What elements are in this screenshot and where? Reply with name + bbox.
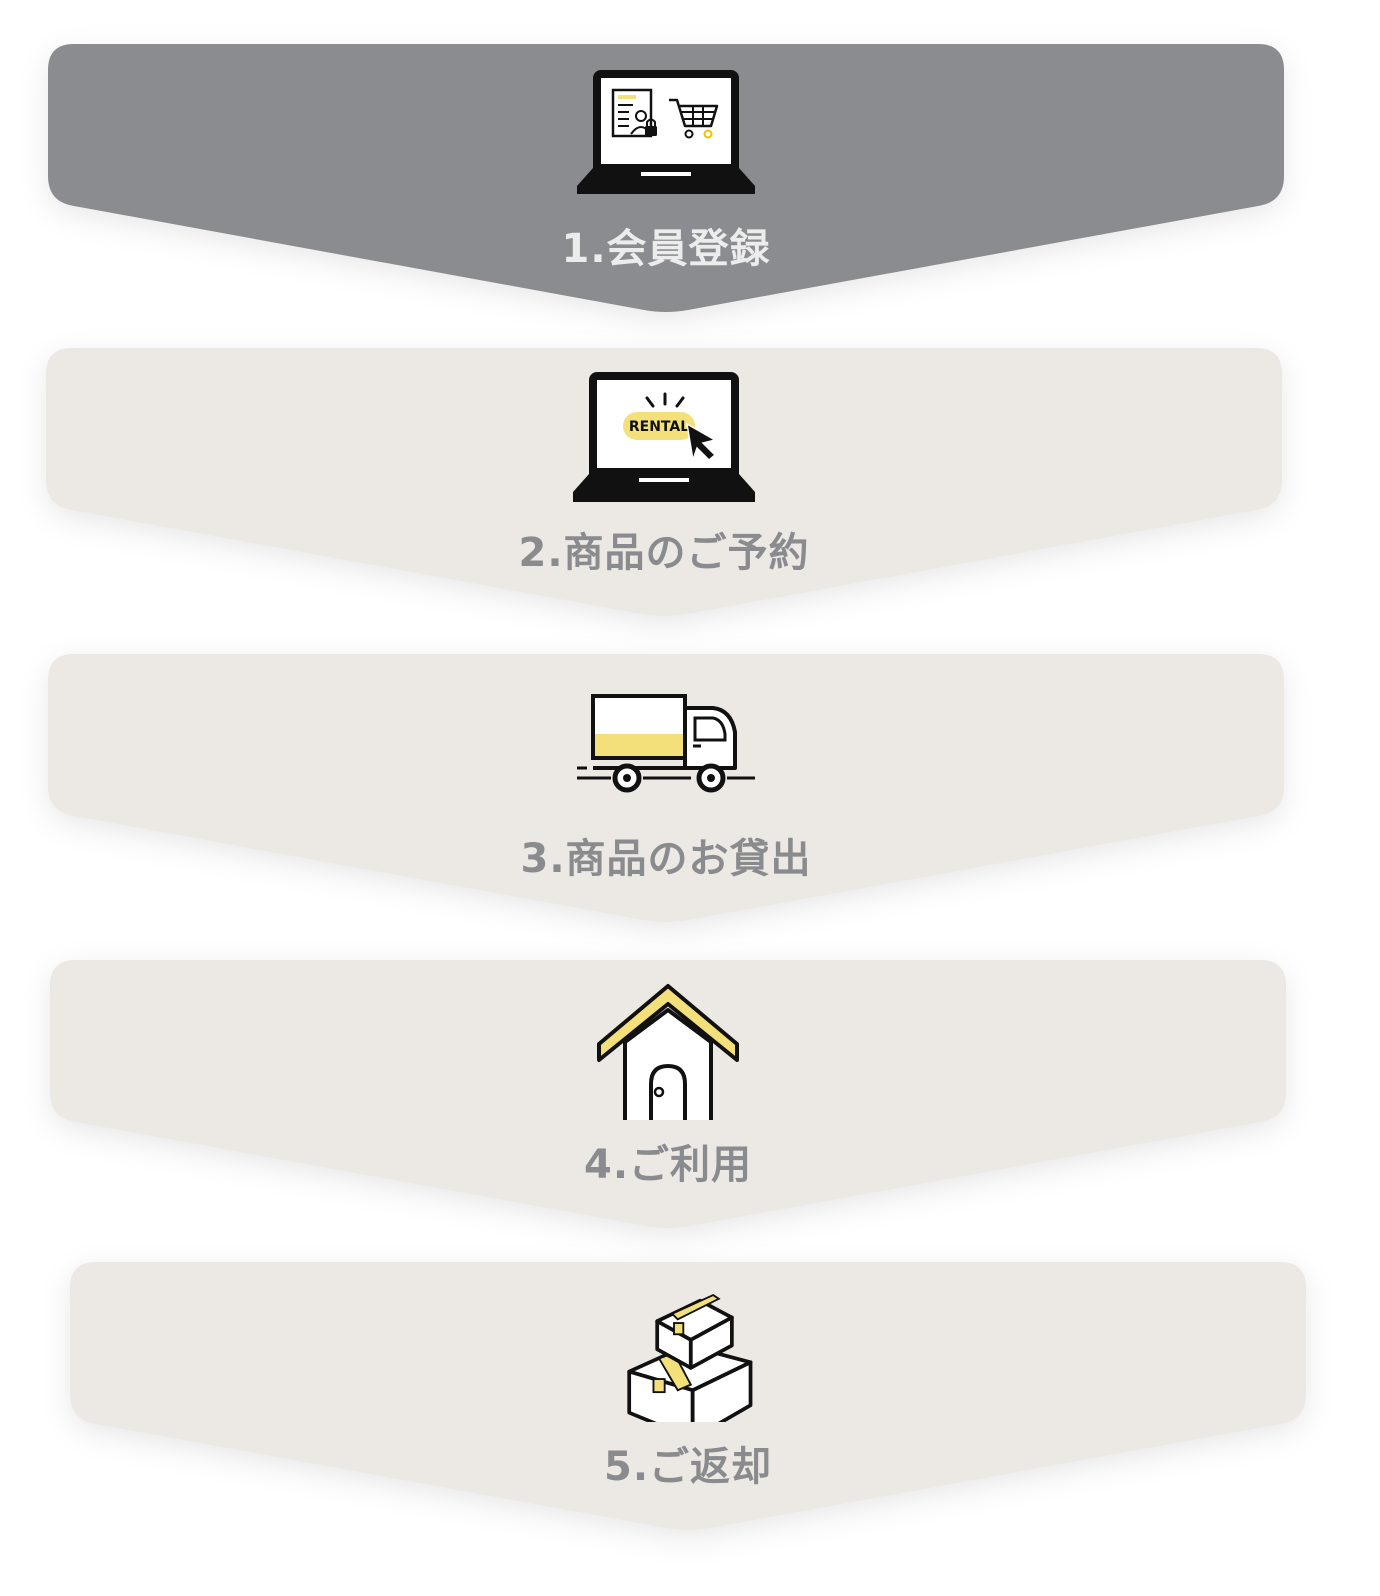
step-4-label: 4.ご利用 (583, 1142, 753, 1188)
laptop-signup-cart-icon (571, 64, 761, 204)
step-5-label: 5.ご返却 (603, 1444, 773, 1490)
step-3-label: 3.商品のお貸出 (520, 836, 812, 882)
delivery-truck-icon (571, 674, 761, 814)
step-3-product-lending: 3.商品のお貸出 (48, 654, 1284, 926)
step-3-chevron-bg (48, 654, 1284, 922)
step-5-return: 5.ご返却 (70, 1262, 1306, 1534)
step-1-label: 1.会員登録 (561, 226, 771, 272)
step-2-label: 2.商品のご予約 (518, 530, 810, 576)
house-icon (573, 980, 763, 1120)
rental-button-text: RENTAL (629, 419, 689, 435)
step-2-product-reservation: RENTAL 2.商品のご予約 (46, 348, 1282, 620)
step-1-member-registration: 1.会員登録 (48, 44, 1284, 316)
stacked-boxes-icon (593, 1282, 783, 1422)
laptop-rental-click-icon: RENTAL (569, 368, 759, 508)
step-4-usage: 4.ご利用 (50, 960, 1286, 1232)
